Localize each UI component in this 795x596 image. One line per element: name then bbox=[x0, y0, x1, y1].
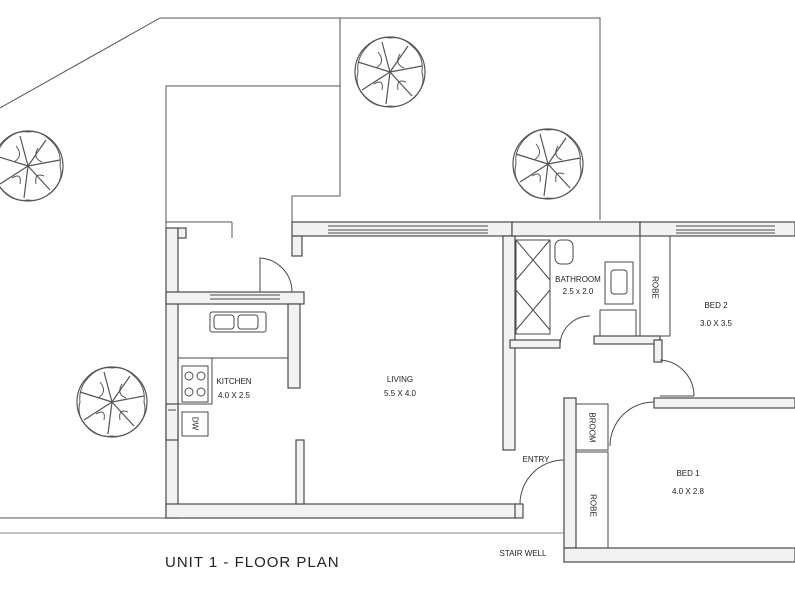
kitchen-size: 4.0 X 2.5 bbox=[217, 391, 251, 400]
bathroom-name: BATHROOM bbox=[555, 275, 601, 284]
living-size: 5.5 X 4.0 bbox=[383, 389, 417, 398]
living-name: LIVING bbox=[386, 375, 414, 384]
robes bbox=[575, 235, 671, 549]
bed1-size: 4.0 X 2.8 bbox=[671, 487, 705, 496]
bed2-size: 3.0 X 3.5 bbox=[699, 319, 733, 328]
bed1-name: BED 1 bbox=[676, 469, 700, 478]
bed2-name: BED 2 bbox=[704, 301, 728, 310]
robe-bed1-label: ROBE bbox=[588, 494, 598, 517]
doors bbox=[259, 257, 695, 505]
broom-label: BROOM bbox=[587, 412, 597, 443]
robe-bed2-label: ROBE bbox=[650, 276, 660, 299]
tree-icon bbox=[512, 128, 584, 200]
stair-well-label: STAIR WELL bbox=[499, 549, 547, 558]
kitchen-name: KITCHEN bbox=[216, 377, 252, 386]
windows bbox=[168, 225, 775, 411]
kitchen-fixtures bbox=[177, 303, 289, 437]
dishwasher-label: DW bbox=[190, 416, 200, 431]
bathroom-size: 2.5 x 2.0 bbox=[562, 287, 594, 296]
tree-icon bbox=[354, 36, 426, 108]
bathroom-fixtures bbox=[515, 239, 637, 337]
plan-title: UNIT 1 - FLOOR PLAN bbox=[165, 554, 340, 571]
entry-label: ENTRY bbox=[522, 455, 550, 464]
site-boundary bbox=[0, 17, 601, 534]
tree-icon bbox=[76, 366, 148, 438]
tree-icon bbox=[0, 130, 64, 202]
